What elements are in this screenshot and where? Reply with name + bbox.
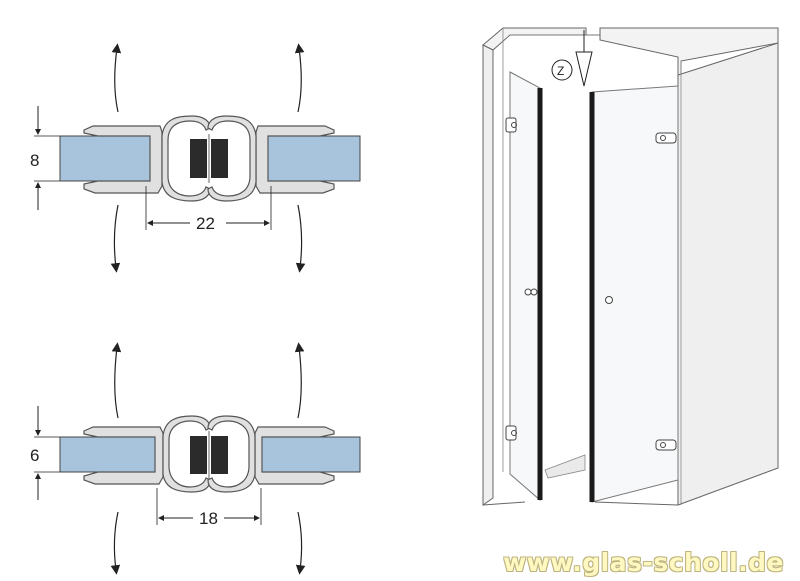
top-seal-diagram: 8 22 bbox=[30, 43, 361, 273]
gap-width-label: 18 bbox=[199, 509, 218, 528]
swing-arrow-top-left-down bbox=[110, 204, 121, 273]
glass-pane-left bbox=[59, 436, 163, 473]
swing-arrow-bottom-left-down bbox=[110, 511, 121, 575]
glass-pane-right bbox=[259, 436, 361, 473]
hinge-left-top bbox=[505, 117, 517, 133]
swing-arrow-top-right-up bbox=[294, 43, 305, 113]
glass-pane-left bbox=[59, 135, 156, 182]
seal-profile-left bbox=[83, 426, 164, 485]
swing-arrow-top-left-up bbox=[111, 43, 122, 113]
detail-marker-label: Z bbox=[557, 64, 564, 78]
wall-left bbox=[482, 44, 494, 506]
floor-right bbox=[594, 501, 679, 506]
swing-arrow-bottom-right-up bbox=[294, 342, 305, 419]
swing-arrow-bottom-right-down bbox=[295, 511, 306, 575]
gap-width-label: 22 bbox=[196, 214, 215, 233]
shower-enclosure-drawing: Z bbox=[482, 27, 779, 506]
glass-thickness-label: 8 bbox=[30, 151, 39, 170]
door-knob-right bbox=[605, 296, 613, 304]
hinge-left-bottom bbox=[505, 425, 517, 441]
seal-loop-left bbox=[161, 115, 211, 202]
seal-loop-right bbox=[207, 415, 256, 493]
hinge-right-bottom bbox=[655, 439, 677, 451]
floor-left bbox=[482, 501, 526, 506]
seal-profile-right bbox=[255, 125, 335, 194]
bottom-seal-diagram: 6 18 bbox=[30, 342, 361, 575]
magnet-right bbox=[211, 436, 228, 474]
seal-profile-right bbox=[254, 426, 335, 485]
magnet-right bbox=[211, 139, 228, 178]
magnet-left bbox=[190, 436, 207, 474]
hinge-right-top bbox=[655, 132, 677, 144]
seal-profile-left bbox=[83, 125, 163, 194]
swing-arrow-top-right-down bbox=[295, 204, 306, 273]
wall-right bbox=[677, 42, 779, 506]
seal-loop-left bbox=[162, 415, 211, 493]
detail-marker-circle bbox=[551, 59, 573, 81]
watermark-url: www.glas-scholl.de bbox=[503, 548, 784, 577]
glass-thickness-label: 6 bbox=[30, 446, 39, 465]
swing-arrow-bottom-left-up bbox=[111, 342, 122, 419]
wall-top-left bbox=[482, 27, 587, 51]
seal-loop-right bbox=[207, 115, 257, 202]
glass-pane-right bbox=[267, 135, 361, 182]
shower-tray bbox=[544, 454, 586, 479]
detail-arrow-head bbox=[575, 51, 593, 87]
magnet-left bbox=[190, 139, 207, 178]
door-knob-left bbox=[524, 288, 538, 296]
